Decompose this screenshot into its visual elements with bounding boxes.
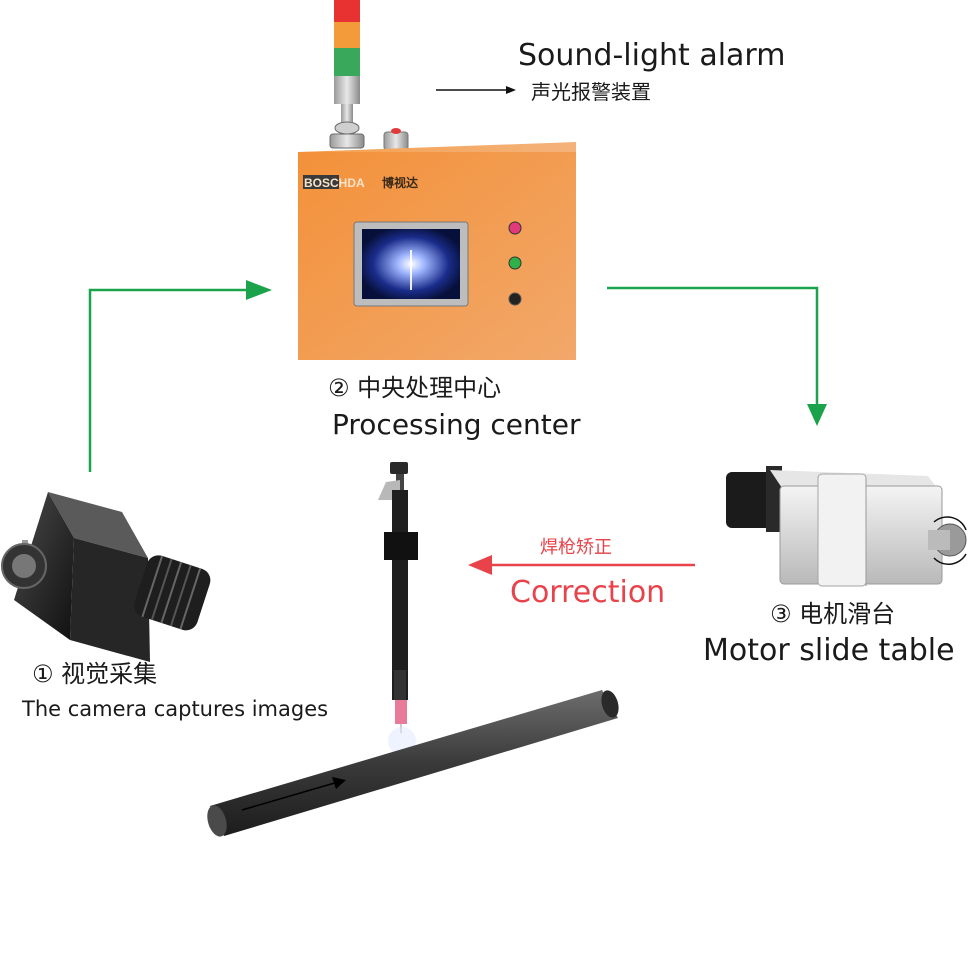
- signal-tower: [329, 0, 365, 149]
- arrow-center-to-motor: [607, 286, 827, 426]
- motor-label-zh: ③ 电机滑台: [770, 600, 896, 628]
- indicator-pink: [508, 221, 522, 235]
- correction-label-zh: 焊枪矫正: [540, 537, 612, 558]
- industrial-camera: [1, 492, 211, 662]
- processing-center-en: Processing center: [332, 408, 581, 441]
- pipe: [207, 690, 619, 837]
- tower-orange-light: [334, 22, 360, 48]
- processing-center-zh: ② 中央处理中心: [328, 374, 502, 402]
- top-button: [383, 128, 409, 151]
- camera-label-en: The camera captures images: [22, 697, 329, 721]
- arrow-camera-to-center: [88, 280, 272, 472]
- camera-label-zh: ① 视觉采集: [32, 660, 158, 688]
- brand-logo-zh: 博视达: [382, 175, 418, 190]
- tower-red-light: [334, 0, 360, 22]
- motor-label-en: Motor slide table: [703, 633, 955, 668]
- correction-label-en: Correction: [510, 575, 666, 610]
- processing-box: [298, 142, 576, 360]
- correction-arrow: [468, 555, 695, 575]
- indicator-green: [508, 256, 522, 270]
- alarm-title: Sound-light alarm: [518, 38, 786, 73]
- welding-torch: [378, 462, 418, 755]
- alarm-arrow: [436, 86, 516, 94]
- brand-logo: BOSCHDA: [304, 176, 365, 190]
- tower-green-light: [334, 48, 360, 76]
- indicator-black: [508, 292, 522, 306]
- alarm-subtitle-zh: 声光报警装置: [531, 80, 651, 104]
- motor-slide-table: [726, 466, 967, 587]
